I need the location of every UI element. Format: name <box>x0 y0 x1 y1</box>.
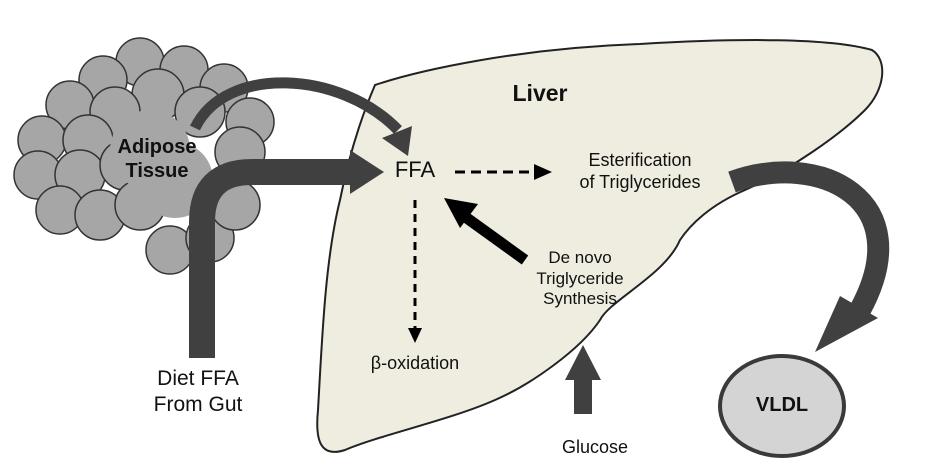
de-novo-line-1: De novo <box>548 248 612 267</box>
vldl-label: VLDL <box>755 394 809 416</box>
liver-shape <box>316 39 884 453</box>
adipose-tissue-label: Adipose Tissue <box>82 135 232 184</box>
esterification-line-1: Esterification <box>588 150 692 170</box>
liver-title: Liver <box>512 80 568 106</box>
denovo-to-ffa-arrow <box>460 211 529 265</box>
de-novo-synthesis-label: De novo Triglyceride Synthesis <box>500 248 660 310</box>
diet-ffa-arrow <box>189 159 352 358</box>
ffa-label: FFA <box>394 157 436 182</box>
esterification-label: Esterification of Triglycerides <box>545 150 735 194</box>
adipose-line-2: Tissue <box>125 160 189 183</box>
beta-oxidation-label: β-oxidation <box>370 353 460 373</box>
de-novo-line-2: Triglyceride <box>536 268 624 288</box>
diet-ffa-line-1: Diet FFA <box>157 367 239 390</box>
adipose-line-1: Adipose <box>117 136 197 158</box>
diet-ffa-line-2: From Gut <box>153 392 243 416</box>
esterification-to-vldl-arrow <box>728 161 890 316</box>
glucose-arrowhead <box>565 345 601 380</box>
adipose-to-ffa-arrowhead <box>382 126 412 156</box>
esterification-line-2: of Triglycerides <box>579 171 701 192</box>
diet-ffa-label: Diet FFA From Gut <box>118 366 278 417</box>
diet-ffa-arrowhead <box>350 150 384 194</box>
vldl-circle <box>718 354 846 458</box>
glucose-label: Glucose <box>561 437 629 457</box>
de-novo-line-3: Synthesis <box>543 289 617 309</box>
esterification-to-vldl-arrowhead <box>815 296 878 352</box>
glucose-arrow-shaft <box>574 378 592 414</box>
adipose-to-ffa-arrow <box>190 77 402 134</box>
